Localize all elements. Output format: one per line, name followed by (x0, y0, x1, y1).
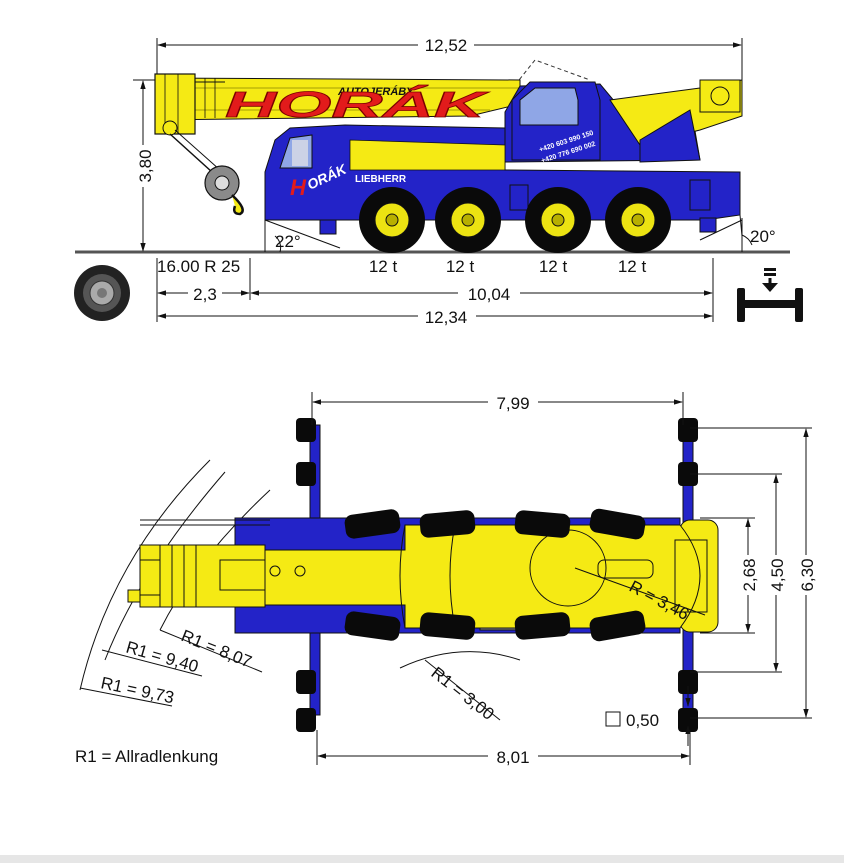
side-view: 12,52 3,80 AUTOJERÁBY HORÁK (74, 33, 803, 327)
svg-text:H: H (290, 175, 307, 200)
steering-legend: R1 = Allradlenkung (75, 747, 218, 766)
axle-load-1: 12 t (369, 257, 398, 276)
crane-boom (154, 73, 521, 136)
chassis-width-label: 2,68 (740, 558, 759, 591)
pad-size-square (605, 711, 621, 727)
tire-size-label: 16.00 R 25 (157, 257, 240, 276)
superstructure: +420 603 990 150 +420 776 690 002 (504, 79, 743, 165)
turning-radius-3-label: R1 = 9,73 (99, 673, 176, 707)
top-tires (344, 508, 646, 642)
outrigger-length-top-label: 7,99 (496, 394, 529, 413)
hook-block (204, 165, 244, 216)
outrigger-full-width-label: 6,30 (798, 558, 817, 591)
axle-load-2: 12 t (446, 257, 475, 276)
top-view: R = 3,46 R1 = 3,00 R1 = 8,07 R1 = 9,40 R… (75, 392, 817, 767)
wheelbase-label: 10,04 (468, 285, 511, 304)
brand-small-label: AUTOJERÁBY (337, 85, 415, 98)
axle-load-4: 12 t (618, 257, 647, 276)
wheel-3 (525, 187, 591, 253)
departure-angle-label: 20° (750, 227, 776, 246)
wheel-4 (605, 187, 671, 253)
overall-length-top-label: 12,52 (425, 36, 468, 55)
bottom-strip (0, 855, 844, 863)
side-wheels (359, 187, 671, 253)
turning-radius-inner-label: R1 = 3,00 (428, 663, 498, 724)
pad-size-label: 0,50 (626, 711, 659, 730)
wheel-1 (359, 187, 425, 253)
approach-angle-label: 22° (275, 232, 301, 251)
outrigger-length-bottom-label: 8,01 (496, 748, 529, 767)
front-overhang-label: 2,3 (193, 285, 217, 304)
tire-icon (74, 265, 130, 321)
boom-top (127, 519, 306, 608)
overall-length-bottom-label: 12,34 (425, 308, 468, 327)
wheel-2 (435, 187, 501, 253)
height-label: 3,80 (136, 149, 155, 182)
maker-label: LIEBHERR (355, 174, 407, 185)
axle-load-icon (737, 268, 803, 322)
outrigger-mid-width-label: 4,50 (768, 558, 787, 591)
axle-load-3: 12 t (539, 257, 568, 276)
brand-large-label: HORÁK (225, 84, 491, 125)
